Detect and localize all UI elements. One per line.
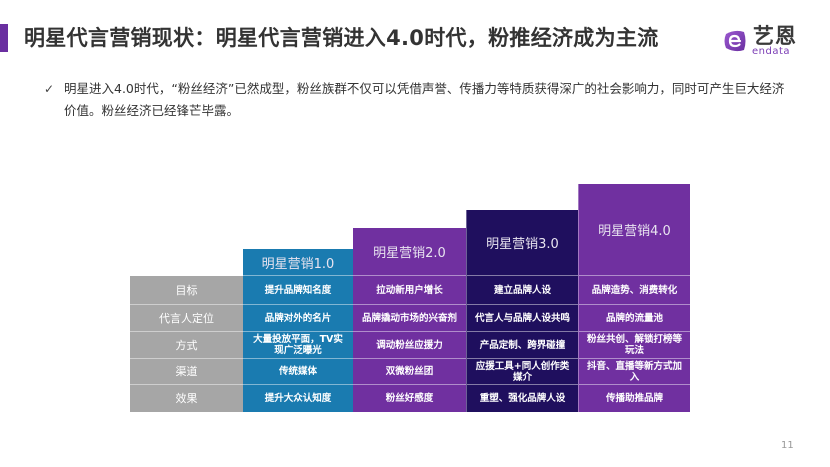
stage-column-3: 明星营销3.0 建立品牌人设 代言人与品牌人设共鸣 产品定制、跨界碰撞 应援工具…	[466, 210, 578, 412]
table-cell: 提升大众认知度	[264, 393, 332, 404]
row-label-method: 方式	[130, 332, 243, 359]
row-labels-column: 目标 代言人定位 方式 渠道 效果	[130, 276, 243, 412]
table-cell: 拉动新用户增长	[353, 276, 466, 305]
stage-header-1: 明星营销1.0	[243, 249, 353, 276]
row-label-channel: 渠道	[130, 359, 243, 385]
stage-header-3: 明星营销3.0	[467, 210, 578, 276]
logo-cn-text: 艺恩	[753, 24, 797, 48]
table-cell: 传统媒体	[243, 359, 353, 385]
stage-header-2: 明星营销2.0	[353, 228, 466, 276]
table-cell: 品牌的流量池	[579, 305, 690, 332]
check-icon: ✓	[44, 82, 55, 96]
table-cell: 提升品牌知名度	[243, 276, 353, 305]
stage-column-1: 明星营销1.0 提升品牌知名度 品牌对外的名片 大量投放平面，TV实现广泛曝光 …	[243, 249, 353, 412]
table-cell: 粉丝共创、解锁打榜等玩法	[579, 332, 690, 359]
table-cell: 双微粉丝团	[353, 359, 466, 385]
summary-text: 明星进入4.0时代，“粉丝经济”已然成型，粉丝族群不仅可以凭借声誉、传播力等特质…	[64, 81, 785, 118]
table-cell: 品牌造势、消费转化	[579, 276, 690, 305]
table-cell: 粉丝好感度	[385, 393, 434, 404]
table-cell: 产品定制、跨界碰撞	[467, 332, 578, 359]
row-label-effect: 效果	[175, 392, 198, 405]
endata-logo-icon	[724, 30, 746, 52]
table-cell: 应援工具+同人创作类媒介	[467, 359, 578, 385]
summary-bullet: ✓ 明星进入4.0时代，“粉丝经济”已然成型，粉丝族群不仅可以凭借声誉、传播力等…	[44, 78, 794, 122]
table-cell: 重塑、强化品牌人设	[479, 393, 566, 404]
title-accent-bar	[0, 24, 8, 52]
row-label-positioning: 代言人定位	[130, 305, 243, 332]
table-cell: 调动粉丝应援力	[353, 332, 466, 359]
stage-column-2: 明星营销2.0 拉动新用户增长 品牌撬动市场的兴奋剂 调动粉丝应援力 双微粉丝团…	[353, 228, 466, 412]
table-cell: 代言人与品牌人设共鸣	[467, 305, 578, 332]
stage-column-4: 明星营销4.0 品牌造势、消费转化 品牌的流量池 粉丝共创、解锁打榜等玩法 抖音…	[578, 184, 690, 412]
page-title: 明星代言营销现状：明星代言营销进入4.0时代，粉推经济成为主流	[24, 26, 659, 50]
stage-header-4: 明星营销4.0	[579, 184, 690, 276]
table-cell: 品牌撬动市场的兴奋剂	[353, 305, 466, 332]
table-cell: 大量投放平面，TV实现广泛曝光	[243, 332, 353, 359]
row-label-goal: 目标	[130, 276, 243, 305]
table-cell: 品牌对外的名片	[243, 305, 353, 332]
table-cell: 传播助推品牌	[605, 393, 663, 404]
page-number: 11	[781, 440, 794, 451]
table-cell: 抖音、直播等新方式加入	[579, 359, 690, 385]
endata-logo: 艺恩 endata	[722, 24, 814, 58]
table-cell: 建立品牌人设	[467, 276, 578, 305]
logo-en-text: endata	[752, 46, 791, 57]
